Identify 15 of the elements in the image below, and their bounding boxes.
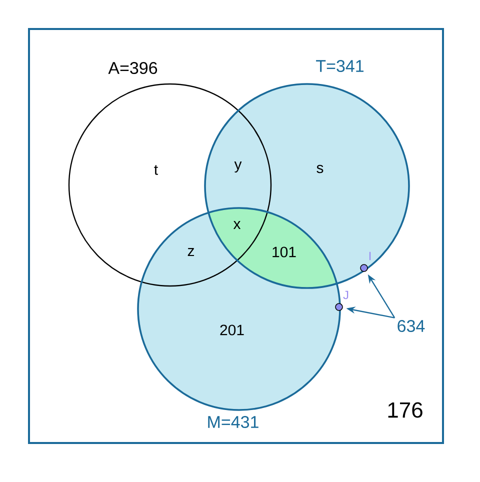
region-label: 201 <box>220 324 244 336</box>
node-label: T=341 <box>316 60 364 72</box>
region-label: z <box>188 248 194 256</box>
point-marker <box>360 264 368 272</box>
node-label: M=431 <box>208 416 258 428</box>
region-label: 101 <box>272 246 296 258</box>
point-marker <box>335 303 343 311</box>
point-label: J <box>343 290 348 300</box>
region-label: y <box>234 162 242 173</box>
value-label: 634 <box>398 320 425 332</box>
region-label: x <box>233 221 241 229</box>
region-label: t <box>154 165 158 175</box>
node-label: A=396 <box>108 62 158 74</box>
point-label: I <box>369 252 371 260</box>
region-label: s <box>316 164 324 174</box>
